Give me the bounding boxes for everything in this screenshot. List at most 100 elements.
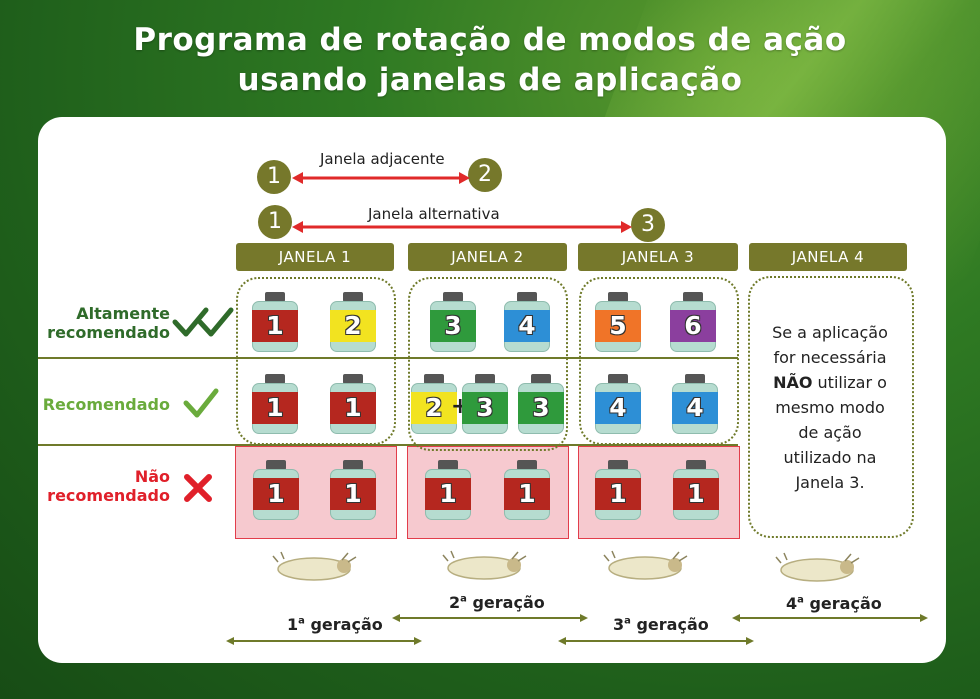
bottle-label: 1 [252, 392, 298, 424]
bottle-rec-5: 3 [518, 374, 564, 434]
gen-word: geração [304, 615, 383, 634]
bottle-not-5: 1 [595, 460, 641, 520]
bottle-rec-6: 4 [595, 374, 641, 434]
bottle-label: 3 [430, 310, 476, 342]
window-header-4: JANELA 4 [749, 243, 907, 271]
adjacent-to-circle: 2 [468, 158, 502, 192]
note-rest: utilizar o [812, 373, 887, 392]
double-check-icon [172, 307, 234, 337]
bottle-label: 1 [330, 392, 376, 424]
note-line: for necessária [773, 348, 887, 367]
gen-sup: a [624, 615, 631, 627]
bottle-rec-2: 1 [330, 374, 376, 434]
generation-3-label: 3a geração [613, 615, 709, 634]
generation-2-span-arrow [392, 614, 588, 622]
bottle-label: 4 [595, 392, 641, 424]
bottle-not-6: 1 [673, 460, 719, 520]
bottle-rec-1: 1 [252, 374, 298, 434]
window-2-outline [408, 277, 568, 451]
bottle-label: 3 [518, 392, 564, 424]
adjacent-label: Janela adjacente [320, 150, 445, 168]
gen-num: 2 [449, 593, 461, 612]
bottle-label: 1 [425, 478, 471, 510]
row-label-not-recommended: Não recomendado [40, 467, 170, 505]
bottle-rec-3: 2 [411, 374, 457, 434]
bottle-label: 4 [504, 310, 550, 342]
bottle-label: 1 [253, 478, 299, 510]
gen-num: 4 [786, 594, 798, 613]
row-label-not-line2: recomendado [47, 486, 170, 505]
generation-2-label: 2a geração [449, 593, 545, 612]
bottle-label: 1 [595, 478, 641, 510]
window-header-3: JANELA 3 [578, 243, 738, 271]
adjacent-arrow-icon [292, 172, 470, 184]
alternative-to-circle: 3 [631, 208, 665, 242]
bottle-label: 4 [672, 392, 718, 424]
bottle-rec-4: 3 [462, 374, 508, 434]
generation-1-label: 1a geração [287, 615, 383, 634]
note-line: utilizado na [783, 448, 877, 467]
generation-3-span-arrow [558, 637, 754, 645]
row-divider-2 [38, 444, 738, 446]
row-label-not-line1: Não [134, 467, 170, 486]
row-label-recommended: Recomendado [42, 395, 170, 414]
alternative-label: Janela alternativa [368, 205, 500, 223]
note-line: mesmo modo [775, 398, 885, 417]
gen-sup: a [298, 615, 305, 627]
note-line: de ação [798, 423, 862, 442]
note-line: Se a aplicação [772, 323, 888, 342]
window-header-1: JANELA 1 [236, 243, 394, 271]
bottle-high-2: 2 [330, 292, 376, 352]
bottle-label: 5 [595, 310, 641, 342]
bottle-label: 1 [504, 478, 550, 510]
note-bold: NÃO [773, 373, 813, 392]
bottle-high-5: 5 [595, 292, 641, 352]
bottle-rec-7: 4 [672, 374, 718, 434]
gen-word: geração [466, 593, 545, 612]
title-line-2: usando janelas de aplicação [237, 62, 743, 98]
bottle-label: 1 [673, 478, 719, 510]
generation-4-span-arrow [732, 614, 928, 622]
check-icon [183, 388, 219, 418]
note-line: Janela 3. [795, 473, 865, 492]
bottle-not-2: 1 [330, 460, 376, 520]
alternative-arrow-icon [292, 221, 632, 233]
window-header-2: JANELA 2 [408, 243, 567, 271]
insect-icon [775, 552, 860, 582]
insect-icon [603, 550, 688, 580]
bottle-label: 1 [252, 310, 298, 342]
bottle-label: 3 [462, 392, 508, 424]
generation-1-span-arrow [226, 637, 422, 645]
insect-icon [272, 551, 357, 581]
adjacent-from-circle: 1 [257, 160, 291, 194]
gen-word: geração [630, 615, 709, 634]
bottle-not-4: 1 [504, 460, 550, 520]
bottle-not-1: 1 [253, 460, 299, 520]
bottle-high-6: 6 [670, 292, 716, 352]
bottle-high-4: 4 [504, 292, 550, 352]
bottle-label: 1 [330, 478, 376, 510]
bottle-high-1: 1 [252, 292, 298, 352]
window-4-outline [748, 276, 914, 538]
bottle-high-3: 3 [430, 292, 476, 352]
row-label-high: Altamente recomendado [40, 304, 170, 342]
bottle-not-3: 1 [425, 460, 471, 520]
generation-4-label: 4a geração [786, 594, 882, 613]
row-label-high-line1: Altamente [76, 304, 170, 323]
row-label-high-line2: recomendado [47, 323, 170, 342]
note-line: NÃO utilizar o [752, 370, 908, 395]
alternative-from-circle: 1 [258, 205, 292, 239]
gen-num: 1 [287, 615, 299, 634]
row-divider-1 [38, 357, 738, 359]
bottle-label: 6 [670, 310, 716, 342]
gen-sup: a [797, 594, 804, 606]
bottle-label: 2 [411, 392, 457, 424]
cross-icon [184, 474, 212, 502]
window-4-note: Se a aplicação for necessária NÃO utiliz… [752, 320, 908, 495]
gen-sup: a [460, 593, 467, 605]
title-line-1: Programa de rotação de modos de ação [133, 22, 847, 58]
gen-word: geração [803, 594, 882, 613]
gen-num: 3 [613, 615, 625, 634]
insect-icon [442, 550, 527, 580]
